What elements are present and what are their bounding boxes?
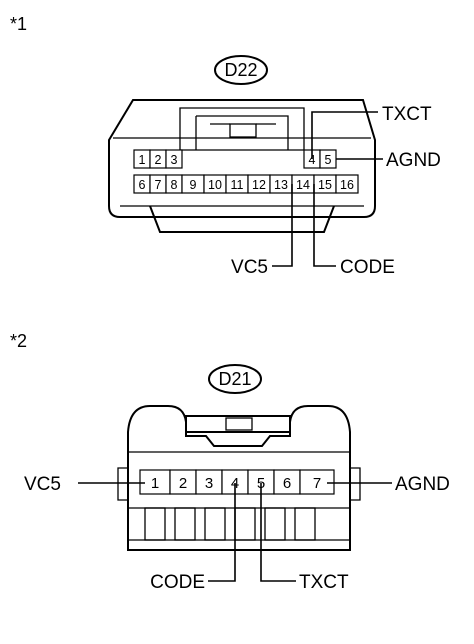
svg-text:2: 2 — [179, 475, 187, 492]
view1-pin-10: 10 — [203, 174, 227, 194]
view1-pin-9: 9 — [181, 174, 205, 194]
svg-text:13: 13 — [274, 178, 288, 192]
svg-text:2: 2 — [155, 153, 162, 167]
view1-pin-3: 3 — [165, 149, 183, 169]
view2-leader-lines — [78, 482, 392, 582]
view1-pin-grid: 1 2 3 4 5 6 7 8 9 10 11 12 13 14 15 16 — [133, 149, 359, 194]
svg-text:16: 16 — [340, 178, 354, 192]
svg-text:7: 7 — [155, 178, 162, 192]
svg-text:1: 1 — [151, 475, 159, 492]
view1-pin-7: 7 — [149, 174, 167, 194]
view2-pin-7: 7 — [299, 469, 335, 495]
view2-connector-id-badge: D21 — [208, 364, 262, 394]
view1-leader-lines — [272, 111, 383, 267]
view2-label-code: CODE — [150, 572, 205, 593]
view2-connector-housing — [117, 405, 361, 551]
view2-label-txct: TXCT — [299, 572, 349, 593]
view1-label-txct: TXCT — [382, 104, 432, 125]
view1-connector-id: D22 — [224, 60, 257, 80]
svg-text:4: 4 — [309, 153, 316, 167]
svg-text:12: 12 — [252, 178, 266, 192]
view1-pin-16: 16 — [335, 174, 359, 194]
view1-pin-15: 15 — [313, 174, 337, 194]
view2-label-vc5: VC5 — [24, 474, 61, 495]
svg-text:3: 3 — [205, 475, 213, 492]
svg-text:3: 3 — [171, 153, 178, 167]
svg-text:1: 1 — [139, 153, 146, 167]
view1-pin-8: 8 — [165, 174, 183, 194]
view2-marker: *2 — [10, 331, 27, 351]
view2-pin-row: 1 2 3 4 5 6 7 — [139, 469, 335, 495]
svg-text:9: 9 — [190, 178, 197, 192]
view1-connector-id-badge: D22 — [214, 55, 268, 85]
view1-label-vc5: VC5 — [231, 257, 268, 278]
view1-pin-2: 2 — [149, 149, 167, 169]
view1-connector-housing — [108, 99, 376, 233]
view2-pin-2: 2 — [169, 469, 197, 495]
view1-marker: *1 — [10, 14, 27, 34]
view1-pin-13: 13 — [269, 174, 293, 194]
view1-label-code: CODE — [340, 257, 395, 278]
view2-pin-3: 3 — [195, 469, 223, 495]
svg-text:15: 15 — [318, 178, 332, 192]
svg-text:10: 10 — [208, 178, 222, 192]
view1-pin-11: 11 — [225, 174, 249, 194]
view2-pin-6: 6 — [273, 469, 301, 495]
svg-text:6: 6 — [139, 178, 146, 192]
view1-pin-12: 12 — [247, 174, 271, 194]
svg-text:8: 8 — [171, 178, 178, 192]
svg-text:6: 6 — [283, 475, 291, 492]
view2-pin-1: 1 — [139, 469, 171, 495]
view1-pin-1: 1 — [133, 149, 151, 169]
view2-connector-id: D21 — [218, 369, 251, 389]
svg-text:14: 14 — [296, 178, 310, 192]
view2-label-agnd: AGND — [395, 474, 450, 495]
svg-text:5: 5 — [325, 153, 332, 167]
view1-pin-5: 5 — [319, 149, 337, 169]
view1-pin-14: 14 — [291, 174, 315, 194]
svg-text:11: 11 — [231, 178, 244, 192]
view1-pin-6: 6 — [133, 174, 151, 194]
view1-label-agnd: AGND — [386, 150, 441, 171]
svg-text:7: 7 — [313, 475, 321, 492]
